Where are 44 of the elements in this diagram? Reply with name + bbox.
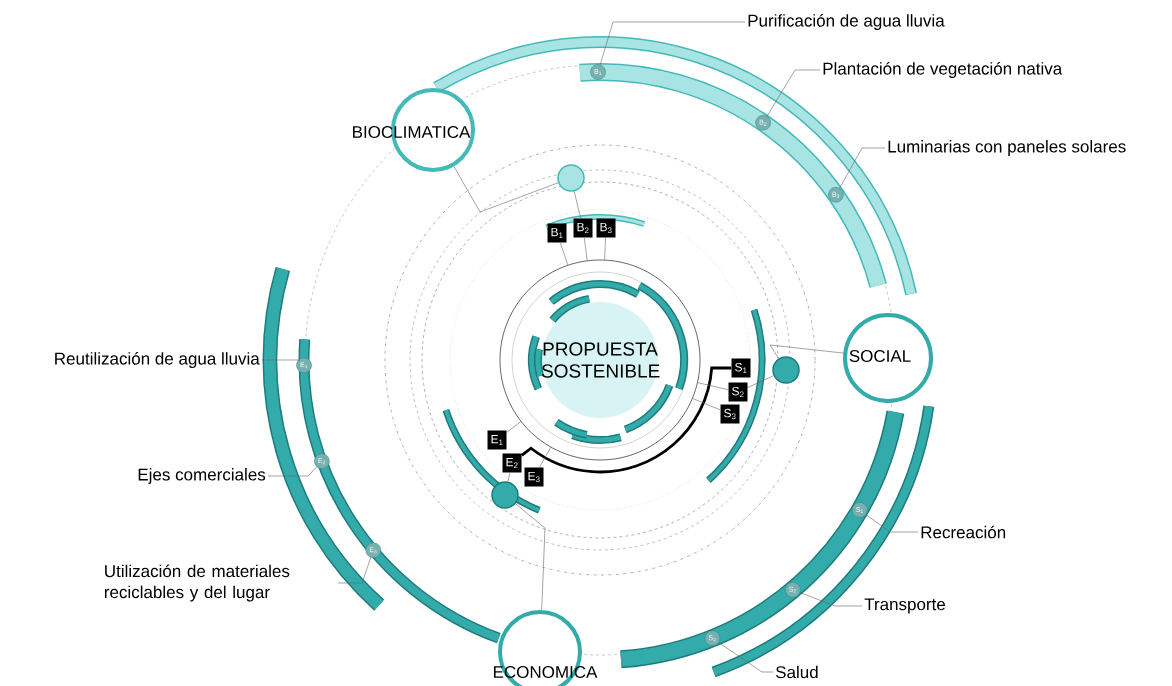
tag-box: B$_{3}$ bbox=[596, 218, 616, 238]
connector-line bbox=[515, 503, 546, 611]
connector-line bbox=[604, 237, 606, 261]
label-text: Recreación bbox=[921, 525, 1006, 539]
tag-box: E$_{1}$ bbox=[487, 430, 507, 450]
connector-line bbox=[507, 472, 511, 482]
connector-line bbox=[573, 191, 581, 219]
leader-line bbox=[839, 147, 886, 189]
connector-line bbox=[769, 344, 844, 359]
leader-line bbox=[337, 557, 372, 584]
connector-line bbox=[506, 421, 522, 433]
tag-box: B$_{1}$ bbox=[547, 223, 567, 243]
connector-line bbox=[539, 447, 552, 468]
leader-line bbox=[261, 358, 301, 361]
tag-box: S$_{3}$ bbox=[720, 404, 740, 424]
tag-box: S$_{2}$ bbox=[728, 382, 748, 402]
connector-dot bbox=[772, 356, 800, 384]
connector-line bbox=[747, 375, 774, 388]
label-text: Ejes comerciales bbox=[138, 468, 266, 484]
leader-line bbox=[718, 642, 774, 673]
label-text: Plantación de vegetación nativa bbox=[823, 61, 1063, 78]
tag-box: B$_{2}$ bbox=[573, 218, 593, 238]
leader-line bbox=[799, 592, 863, 607]
label-text: Purificación de agua lluvia bbox=[748, 13, 945, 30]
label-text: Transporte bbox=[864, 598, 946, 614]
connector-line bbox=[692, 398, 721, 411]
leader-line bbox=[599, 21, 746, 65]
tag-box: E$_{2}$ bbox=[502, 453, 522, 473]
connector-line bbox=[583, 237, 588, 261]
tag-box: E$_{3}$ bbox=[524, 467, 544, 487]
leader-line bbox=[766, 69, 821, 117]
connector-line bbox=[520, 366, 732, 474]
connector-line bbox=[560, 242, 569, 266]
label-text: Utilización de materiales reciclables y del lugar bbox=[104, 564, 290, 602]
connector-dot bbox=[491, 481, 519, 509]
connector-line bbox=[697, 382, 729, 391]
leader-line bbox=[267, 466, 317, 477]
leader-line bbox=[865, 514, 919, 533]
connector-dot bbox=[557, 164, 585, 192]
label-text: Reutilización de agua lluvia bbox=[55, 352, 260, 368]
label-text: Salud bbox=[776, 665, 818, 679]
label-text: Luminarias con paneles solares bbox=[888, 140, 1126, 156]
tag-box: S$_{1}$ bbox=[731, 358, 751, 378]
connector-line bbox=[453, 166, 559, 213]
